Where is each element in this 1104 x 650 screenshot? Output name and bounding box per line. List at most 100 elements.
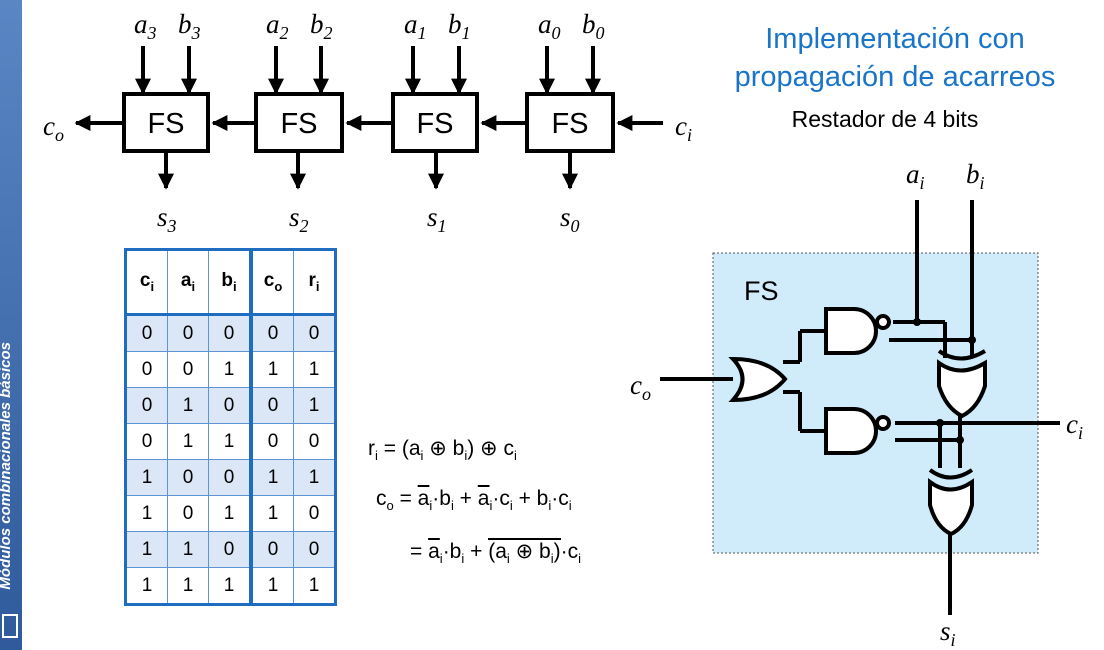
table-cell: 0 <box>125 351 168 388</box>
fs-chain <box>74 46 663 190</box>
xor-gate-2-arc <box>928 468 974 480</box>
input-a1: a1 <box>404 9 427 43</box>
page-subtitle: Restador de 4 bits <box>791 106 979 132</box>
table-cell: 1 <box>125 495 168 532</box>
table-cell: 1 <box>250 351 294 388</box>
table-cell: 1 <box>208 423 253 460</box>
chain-output-arrows <box>158 151 578 190</box>
table-cell: 1 <box>293 459 336 496</box>
table-cell: 1 <box>125 531 168 568</box>
circuit-input-b: bi <box>966 159 985 193</box>
table-cell: 0 <box>167 351 209 388</box>
xor-gate-1-arc <box>937 349 987 361</box>
chain-input-arrows <box>135 46 601 95</box>
fs-block-3-label: FS <box>147 108 184 140</box>
chain-carry-in: ci <box>675 111 692 145</box>
table-cell: 0 <box>250 531 294 568</box>
circuit-junctions <box>913 318 976 444</box>
and-gate-2 <box>824 407 878 455</box>
table-cell: 1 <box>293 387 336 424</box>
circuit-carry-in: ci <box>1066 409 1083 443</box>
col-header-ai: ai <box>167 249 209 316</box>
table-cell: 0 <box>293 423 336 460</box>
truth-table-header: ci ai bi co ri <box>125 249 336 316</box>
table-cell: 1 <box>250 567 294 605</box>
page-title-line2: propagación de acarreos <box>734 61 1056 93</box>
table-cell: 0 <box>250 314 294 352</box>
table-cell: 0 <box>167 459 209 496</box>
fs-block-1 <box>391 92 479 153</box>
table-cell: 0 <box>250 423 294 460</box>
fs-block-2-label: FS <box>280 108 317 140</box>
table-cell: 0 <box>208 387 253 424</box>
input-b0: b0 <box>582 9 605 43</box>
output-s1: s1 <box>427 202 447 236</box>
input-b2: b2 <box>310 9 333 43</box>
or-gate <box>728 356 788 403</box>
circuit-carry-out: co <box>630 370 651 404</box>
table-cell: 1 <box>167 531 209 568</box>
col-header-bi: bi <box>208 249 253 316</box>
circuit-input-a: ai <box>906 159 925 193</box>
page-title: Implementación con propagación de acarre… <box>700 20 1090 96</box>
table-cell: 1 <box>293 567 336 605</box>
input-b3: b3 <box>178 9 201 43</box>
fs-chain-text: FS FS FS FS a3 b3 a2 b2 a1 b1 a0 b0 s3 s… <box>43 9 692 236</box>
and-gate-1 <box>824 307 878 355</box>
col-header-ri: ri <box>293 249 336 316</box>
fs-blocks <box>122 92 615 153</box>
table-cell: 1 <box>208 567 253 605</box>
table-cell: 1 <box>208 351 253 388</box>
table-cell: 1 <box>250 459 294 496</box>
output-s3: s3 <box>157 202 177 236</box>
input-a2: a2 <box>266 9 289 43</box>
fs-block-0-label: FS <box>551 108 588 140</box>
circuit-block-label: FS <box>744 276 779 306</box>
table-cell: 0 <box>125 387 168 424</box>
sidebar-box <box>2 614 18 638</box>
table-cell: 0 <box>167 314 209 352</box>
fs-circuit: FS <box>630 159 1083 650</box>
fs-block-2 <box>254 92 344 153</box>
page-title-line1: Implementación con <box>765 23 1025 55</box>
table-cell: 0 <box>293 495 336 532</box>
inverter-bubble-1 <box>875 314 891 330</box>
table-cell: 1 <box>167 567 209 605</box>
table-cell: 0 <box>208 459 253 496</box>
fs-block-0 <box>525 92 615 153</box>
table-cell: 0 <box>293 314 336 352</box>
table-cell: 0 <box>208 531 253 568</box>
output-s2: s2 <box>289 202 309 236</box>
xor-gate-1 <box>937 359 987 419</box>
table-cell: 0 <box>250 387 294 424</box>
circuit-block <box>712 252 1039 554</box>
negated-xor-group: (ai ⊕ bi) <box>488 538 561 570</box>
equation-co-simplified: = ai·bi + (ai ⊕ bi)·ci <box>410 538 581 570</box>
table-cell: 1 <box>167 423 209 460</box>
input-a3: a3 <box>134 9 157 43</box>
input-a0: a0 <box>538 9 561 43</box>
inverter-bubble-2 <box>875 415 891 431</box>
table-cell: 1 <box>208 495 253 532</box>
table-cell: 0 <box>125 314 168 352</box>
sidebar: Módulos combinacionales básicos <box>0 0 22 650</box>
col-header-co: co <box>250 249 294 316</box>
equation-co: co = ai·bi + ai·ci + bi·ci <box>376 487 572 513</box>
chain-carry-out: co <box>43 111 64 145</box>
fs-block-3 <box>122 92 210 153</box>
fs-block-1-label: FS <box>416 108 453 140</box>
table-cell: 0 <box>125 423 168 460</box>
table-cell: 1 <box>250 495 294 532</box>
table-cell: 1 <box>125 459 168 496</box>
circuit-gates <box>728 307 987 537</box>
output-s0: s0 <box>560 202 580 236</box>
